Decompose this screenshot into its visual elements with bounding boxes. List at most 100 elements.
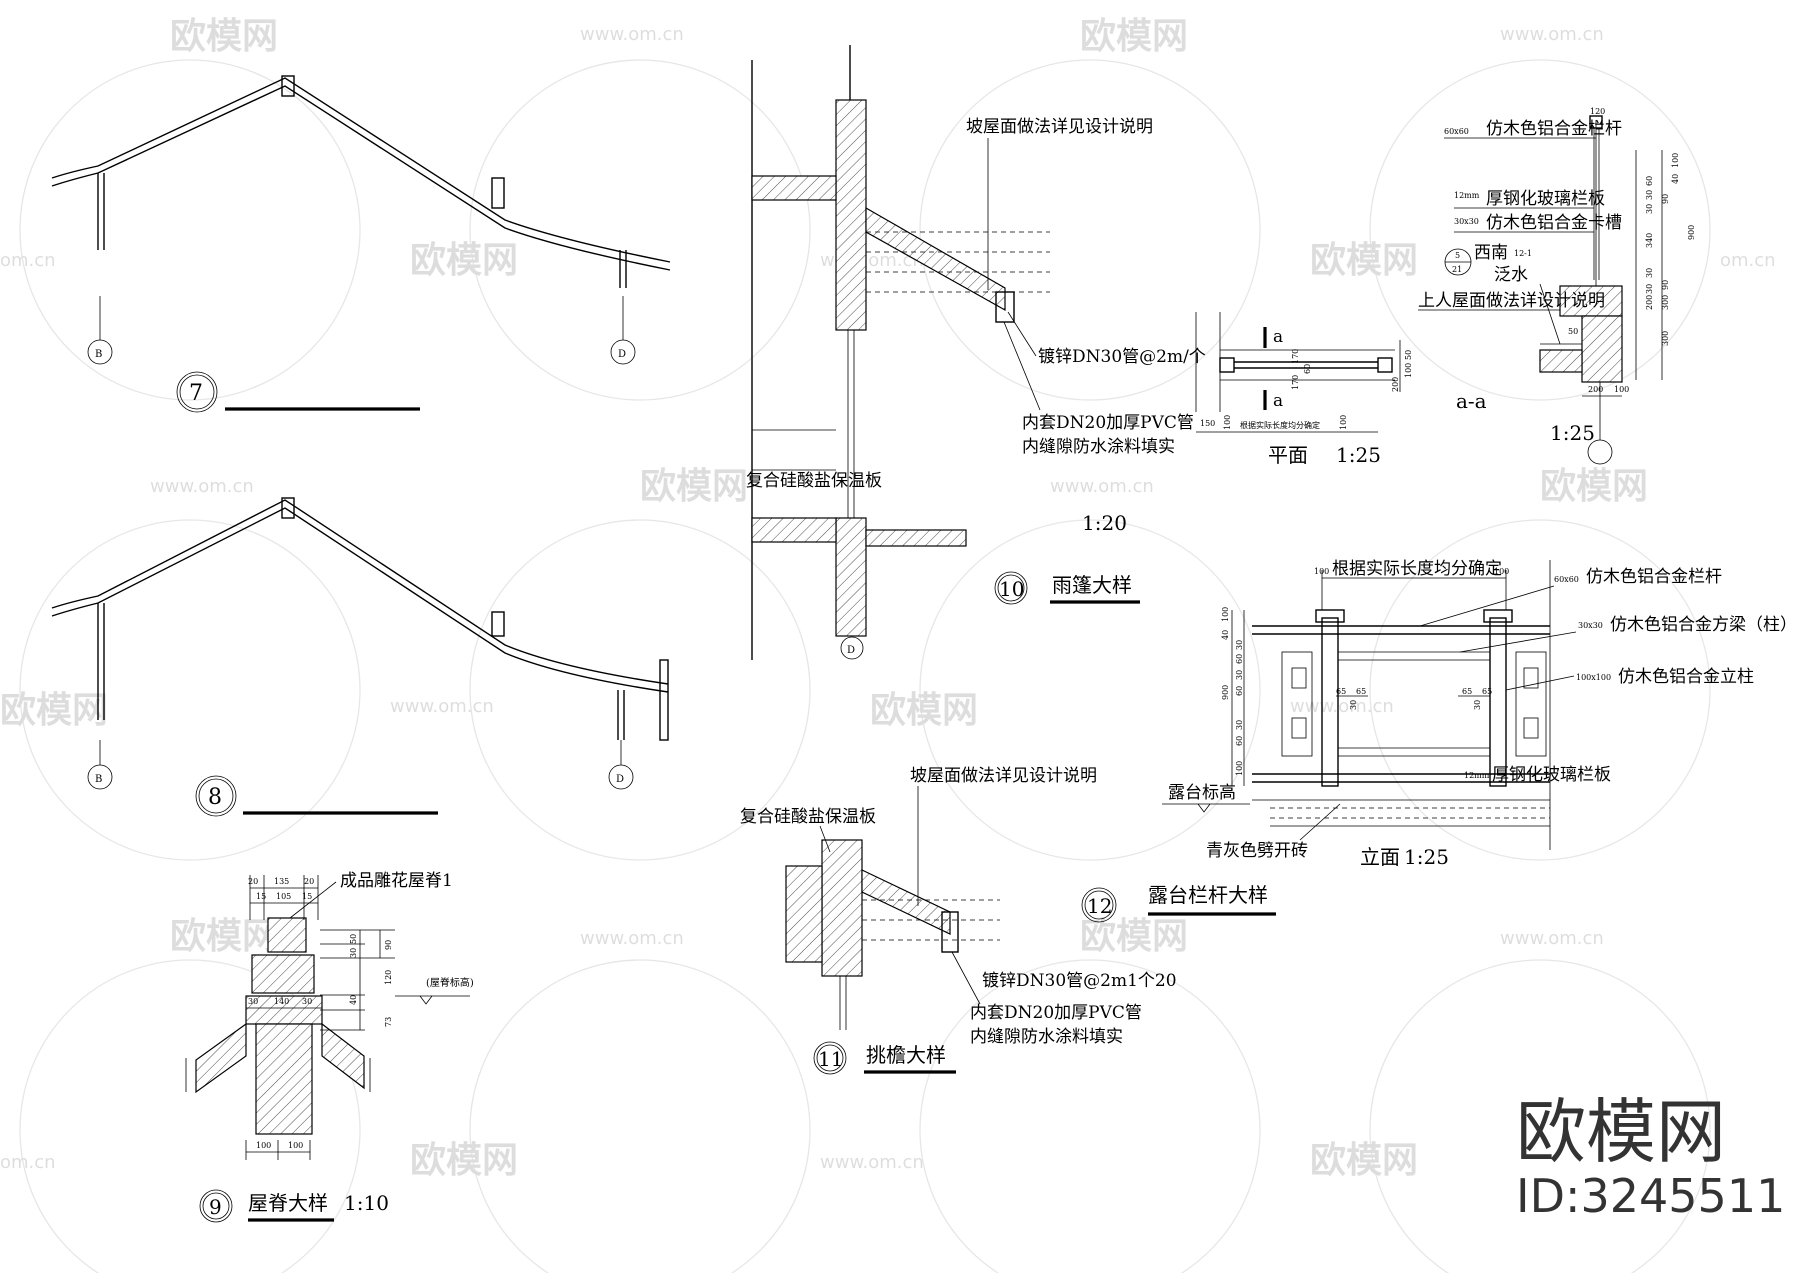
detail-title: 雨篷大样	[1052, 573, 1132, 597]
canopy-slab	[865, 206, 1006, 312]
dims-mid: 30 140 30	[246, 997, 322, 1009]
dim-label: 30	[1349, 700, 1358, 710]
dim-label: 30	[1235, 720, 1244, 730]
label-brick: 青灰色劈开砖	[1206, 841, 1308, 861]
label-pvc-2: 内缝隙防水涂料填实	[970, 1027, 1123, 1047]
drawing-8: B D 8	[51, 497, 669, 817]
detail-scale: 1:10	[344, 1191, 389, 1215]
dim-label: 60	[1235, 686, 1244, 696]
rail-size: 60x60	[1554, 575, 1579, 584]
dim-label: 30	[1235, 640, 1244, 650]
watermark-brand: 欧模网	[870, 690, 978, 731]
watermark-brand: 欧模网	[170, 16, 278, 57]
watermark-brand: 欧模网	[170, 916, 278, 957]
elevation-scale: 1:25	[1404, 845, 1449, 869]
dim-label: 20	[304, 877, 314, 886]
dim-label: 135	[274, 877, 289, 886]
axis-bubble	[87, 339, 113, 365]
dim-label: 100	[1671, 153, 1680, 168]
detail-number-circle	[994, 571, 1028, 605]
watermark-brand: 欧模网	[0, 690, 108, 731]
post-right	[1489, 617, 1507, 787]
dim-label: 100	[288, 1141, 303, 1150]
label-elevation: (屋脊标高)	[426, 976, 474, 989]
watermark-url-short: om.cn	[0, 1152, 56, 1173]
dim-label: 65	[1482, 687, 1492, 696]
drawing-12-plan: a a 50 100 200 170 60 170 150 100 100 根据…	[1195, 312, 1413, 467]
rail-size: 60x60	[1444, 127, 1469, 136]
axis-label: B	[95, 774, 102, 785]
dim-label: 60	[1645, 176, 1654, 186]
watermark-url: www.om.cn	[1050, 476, 1154, 497]
post-left	[1321, 617, 1339, 787]
detail-number-circle	[195, 775, 237, 817]
watermark-brand: 欧模网	[410, 240, 518, 281]
dim-label: 30	[1645, 190, 1654, 200]
axis-label: B	[95, 349, 102, 360]
glass-size: 12mm	[1464, 771, 1490, 780]
elev-dims-inner: 65 30 65 65 30 65	[1336, 687, 1492, 710]
drawing-9-ridge-detail: 20 135 20 15 105 15 成品雕花屋脊1 50 30 90 120…	[185, 871, 474, 1223]
label-roof: 坡屋面做法详见设计说明	[966, 117, 1153, 137]
dim-label: 65	[1356, 687, 1366, 696]
dim-label: 120	[1590, 107, 1605, 116]
drawing-12-section: 120 60x60 仿木色铝合金栏杆 12mm 厚钢化玻璃栏板 30x30 仿木…	[1418, 107, 1696, 465]
label-pipe: 镀锌DN30管@2m/个	[1038, 347, 1206, 367]
plan-caption: 平面	[1268, 443, 1308, 467]
dim-label: 30	[1645, 284, 1654, 294]
label-roof: 上人屋面做法详设计说明	[1418, 291, 1605, 311]
axis-bubble	[87, 764, 113, 790]
dim-label: 60	[1235, 654, 1244, 664]
dim-label: 90	[384, 940, 393, 950]
roof-slope-right	[321, 1022, 365, 1090]
dims-top: 20 135 20 15 105 15	[248, 875, 319, 920]
roof-profile-7	[51, 75, 671, 340]
dims-bottom: 100 100	[245, 1140, 311, 1160]
dim-label: 300	[1661, 331, 1670, 346]
dim-label: 90	[1661, 194, 1670, 204]
detail-number-circle	[813, 1041, 847, 1075]
label-beam: 仿木色铝合金方梁（柱）	[1610, 615, 1797, 635]
dim-label: 30	[1645, 268, 1654, 278]
label-terrace: 露台标高	[1168, 783, 1236, 803]
dim-label: 40	[1671, 174, 1680, 184]
floor-slab	[751, 175, 837, 201]
dim-label: 200	[1391, 377, 1400, 392]
dim-label: 50	[349, 934, 358, 944]
dim-label: 90	[1661, 280, 1670, 290]
dim-label: 100	[1221, 607, 1230, 622]
detail-number: 10	[999, 577, 1024, 601]
dim-label: 30	[1645, 204, 1654, 214]
dim-label: 100	[1614, 385, 1629, 394]
dims-right: 50 30 90 120 73 40	[320, 929, 395, 1031]
label-flashing: 泛水	[1494, 265, 1528, 285]
label-pvc-1: 内套DN20加厚PVC管	[970, 1003, 1142, 1023]
dim-label: 100	[1494, 567, 1509, 576]
dim-label: 73	[384, 1017, 393, 1027]
brand-logo-text: 欧模网	[1516, 1091, 1726, 1173]
ridge-cap	[267, 917, 307, 953]
slot-size: 30x30	[1454, 217, 1479, 226]
watermark-url: www.om.cn	[580, 928, 684, 949]
ref-label: 21	[1452, 265, 1462, 274]
drawing-11-eave-detail: 坡屋面做法详见设计说明 复合硅酸盐保温板 镀锌DN30管@2m1个20 内套DN…	[740, 766, 1177, 1075]
axis-label: D	[618, 349, 626, 360]
dim-label: 100	[1404, 363, 1413, 378]
detail-number-circle	[199, 1189, 233, 1223]
watermark-url: www.om.cn	[1500, 928, 1604, 949]
watermark-brand: 欧模网	[1310, 1140, 1418, 1181]
dim-label: 15	[302, 892, 312, 901]
detail-number: 8	[208, 785, 222, 810]
eave-slab	[861, 869, 951, 935]
watermark-brand: 欧模网	[640, 466, 748, 507]
dim-label: 100	[1223, 415, 1232, 430]
wall-column	[821, 839, 863, 977]
label-roof: 坡屋面做法详见设计说明	[910, 766, 1097, 786]
section-caption: a-a	[1456, 389, 1487, 413]
label-post: 仿木色铝合金立柱	[1618, 667, 1754, 687]
drawing-12-elevation: 100 40 30 60 30 60 900 30 60 100 65 30 6…	[1081, 559, 1797, 923]
detail-number: 11	[818, 1047, 843, 1071]
roof-profile-8	[51, 497, 669, 765]
dim-label: 30	[349, 948, 358, 958]
